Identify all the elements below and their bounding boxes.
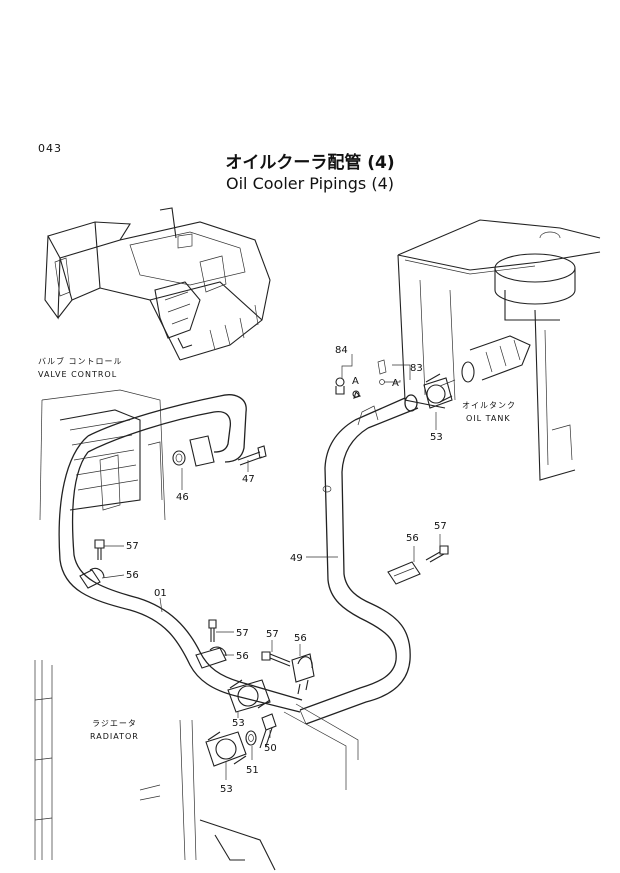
part-label-56-left: 56 bbox=[126, 570, 139, 581]
part-label-57-center: 57 bbox=[266, 629, 279, 640]
washer-51 bbox=[245, 730, 257, 746]
clamp-53-bottom bbox=[205, 731, 247, 767]
clamp-56-left bbox=[79, 567, 105, 589]
tank-connection bbox=[439, 335, 531, 387]
flange-46 bbox=[172, 435, 215, 467]
pipe-joint-mid bbox=[235, 681, 303, 713]
clamp-56-center bbox=[291, 653, 315, 695]
bolt-57-center bbox=[261, 651, 291, 667]
oil-tank-caption-en: OIL TANK bbox=[466, 414, 511, 423]
clamp-56-right bbox=[387, 561, 421, 585]
bolt-84 bbox=[335, 377, 345, 395]
part-label-57-right: 57 bbox=[434, 521, 447, 532]
part-number-labels: 84 83 53 46 47 49 57 56 01 57 56 57 56 5… bbox=[126, 345, 447, 795]
clamp-56-mid bbox=[195, 646, 227, 669]
excavator-overview-sketch bbox=[44, 207, 271, 361]
part-label-57-left: 57 bbox=[126, 541, 139, 552]
radiator-caption-jp: ラジエータ bbox=[92, 719, 137, 728]
valve-control-caption-jp: バルブ コントロール bbox=[38, 356, 123, 366]
bolt-47 bbox=[237, 445, 267, 466]
bolt-57-mid bbox=[208, 619, 217, 642]
bolt-57-right bbox=[425, 545, 449, 563]
view-marker-a-1: A bbox=[352, 376, 359, 387]
bolt-50 bbox=[259, 713, 277, 749]
diagram-title-japanese: オイルクーラ配管 (4) bbox=[225, 153, 395, 173]
part-label-49: 49 bbox=[290, 553, 303, 564]
washer-83 bbox=[377, 359, 387, 385]
pipe-01 bbox=[58, 394, 247, 697]
part-label-46: 46 bbox=[176, 492, 189, 503]
view-marker-a-2: A bbox=[392, 378, 399, 389]
part-label-57-mid: 57 bbox=[236, 628, 249, 639]
oil-tank-sketch bbox=[397, 219, 601, 481]
part-label-53-bottom: 53 bbox=[220, 784, 233, 795]
part-label-47: 47 bbox=[242, 474, 255, 485]
valve-control-sketch bbox=[39, 389, 166, 521]
radiator-sketch bbox=[34, 660, 276, 871]
part-label-83: 83 bbox=[410, 363, 423, 374]
part-label-51: 51 bbox=[246, 765, 259, 776]
caption-labels: バルブ コントロール VALVE CONTROL オイルタンク OIL TANK… bbox=[38, 356, 516, 741]
part-label-01: 01 bbox=[154, 588, 167, 599]
clamp-53-mid bbox=[227, 679, 271, 713]
part-label-53-mid: 53 bbox=[232, 718, 245, 729]
valve-control-caption-en: VALVE CONTROL bbox=[38, 370, 117, 379]
page-number: 043 bbox=[38, 142, 62, 155]
view-a-markers bbox=[352, 390, 362, 399]
pipe-49 bbox=[299, 394, 419, 725]
part-label-50: 50 bbox=[264, 743, 277, 754]
part-label-53-top: 53 bbox=[430, 432, 443, 443]
part-label-56-mid: 56 bbox=[236, 651, 249, 662]
diagram-title-english: Oil Cooler Pipings (4) bbox=[226, 174, 394, 193]
part-label-84: 84 bbox=[335, 345, 348, 356]
part-label-56-right: 56 bbox=[406, 533, 419, 544]
radiator-caption-en: RADIATOR bbox=[90, 732, 139, 741]
clamp-53-top bbox=[423, 373, 453, 409]
leader-lines bbox=[101, 354, 441, 790]
part-label-56-center: 56 bbox=[294, 633, 307, 644]
oil-tank-caption-jp: オイルタンク bbox=[462, 401, 516, 410]
bolt-57-left bbox=[94, 539, 105, 560]
view-marker-labels: A A bbox=[352, 376, 399, 389]
